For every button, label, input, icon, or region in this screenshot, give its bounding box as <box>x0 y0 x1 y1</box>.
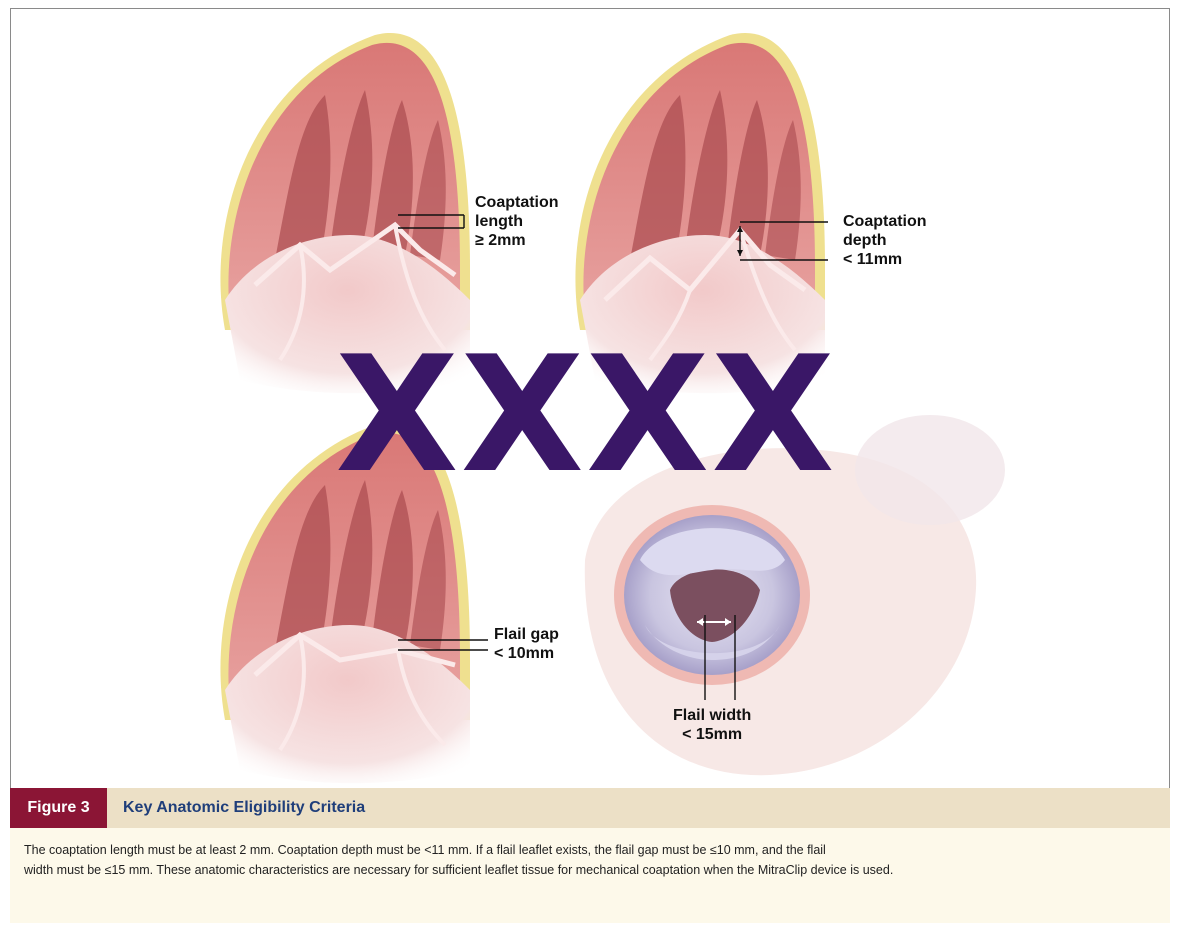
flail-gap-label: Flail gap < 10mm <box>494 625 559 663</box>
coaptation-length-label: Coaptation length ≥ 2mm <box>475 193 559 250</box>
figure-number-badge: Figure 3 <box>10 788 107 828</box>
figure-title: Key Anatomic Eligibility Criteria <box>123 799 365 817</box>
redaction-overlay-text: XXXX <box>0 335 1180 495</box>
coaptation-depth-label: Coaptation depth < 11mm <box>843 212 927 269</box>
caption-line-2: width must be ≤15 mm. These anatomic cha… <box>24 860 1156 880</box>
caption-line-1: The coaptation length must be at least 2… <box>24 840 1156 860</box>
figure-caption: The coaptation length must be at least 2… <box>10 828 1170 923</box>
figure-caption-bar: Figure 3 Key Anatomic Eligibility Criter… <box>10 788 1170 828</box>
flail-width-label: Flail width < 15mm <box>673 706 751 744</box>
